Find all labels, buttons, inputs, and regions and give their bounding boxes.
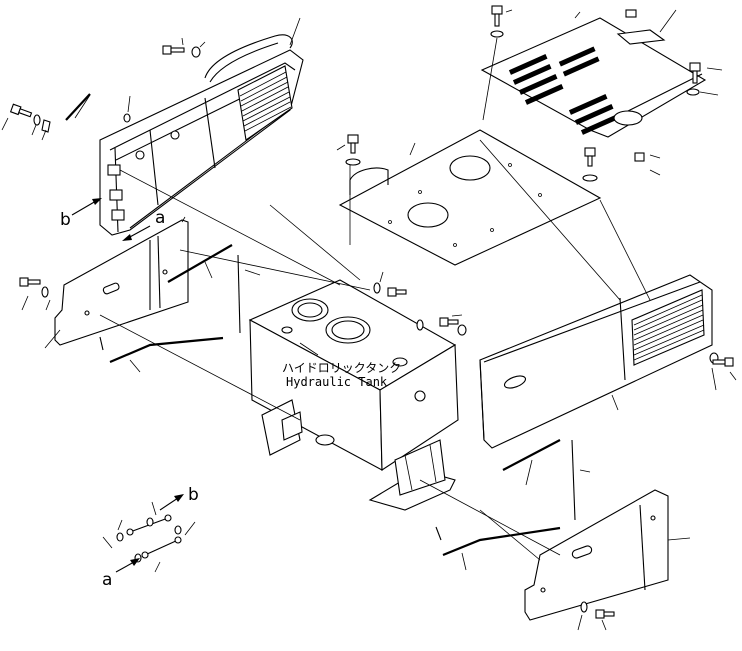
view-marker-b-upper: b xyxy=(60,198,102,230)
right-lower-rod xyxy=(442,526,561,557)
left-side-cover xyxy=(54,216,189,346)
tank-label-en: Hydraulic Tank xyxy=(286,375,388,389)
vent-slots xyxy=(508,46,620,135)
top-right-bracket xyxy=(616,9,677,45)
view-label-a-lower: a xyxy=(102,570,112,590)
top-plate-bolt-set xyxy=(336,134,361,245)
right-lower-cover xyxy=(524,489,691,621)
tank-bolt-set xyxy=(373,271,467,336)
tank-label-jp: ハイドロリックタンク xyxy=(282,361,401,375)
tank-mount-brackets xyxy=(261,399,456,511)
right-lower-bolt-set xyxy=(577,601,615,631)
view-label-a-upper: a xyxy=(155,208,165,228)
left-cover-bar xyxy=(167,244,233,283)
assembly-center-lines xyxy=(99,139,651,561)
right-cover-seal xyxy=(571,439,576,521)
view-marker-a-upper: a xyxy=(122,208,165,241)
view-label-b-lower: b xyxy=(188,485,199,505)
right-side-panel xyxy=(479,274,713,449)
side-panel-louvers xyxy=(631,289,705,366)
left-lower-rods xyxy=(44,329,224,373)
view-marker-b-lower: b xyxy=(159,485,199,511)
left-cover-seal xyxy=(237,254,241,334)
right-plate-bolt-set xyxy=(582,147,661,182)
right-cover-bar xyxy=(502,439,561,471)
frame-grille xyxy=(237,65,293,141)
view-marker-a-lower: a xyxy=(102,558,140,590)
side-panel-bolt-set xyxy=(709,352,737,391)
top-plate xyxy=(338,129,602,266)
top-right-vented-cover xyxy=(480,11,707,138)
hydraulic-tank: ハイドロリックタンク Hydraulic Tank xyxy=(248,279,459,472)
left-grille-frame xyxy=(99,17,304,236)
left-cover-bolt-set xyxy=(19,277,51,311)
top-right-bolt-set xyxy=(482,5,723,121)
frame-bolt-set xyxy=(1,37,206,141)
view-label-b-upper: b xyxy=(60,210,71,230)
linkage-detail xyxy=(102,501,196,573)
